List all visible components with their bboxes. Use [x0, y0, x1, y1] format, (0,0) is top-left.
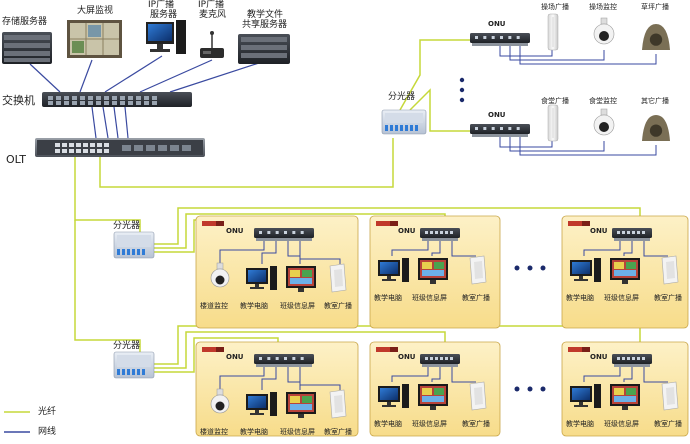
- outdoor-top-label-2: 操场监控: [589, 3, 617, 11]
- onu-label-r2c3: ONU: [590, 353, 608, 361]
- big-screen-label: 大屏监视: [77, 6, 114, 16]
- classroom-r1c3: [561, 215, 689, 329]
- outdoor-top-label-1: 操场广播: [541, 3, 569, 11]
- splitter-2-icon: [113, 351, 155, 379]
- classroom-r1c2: [369, 215, 501, 329]
- ellipsis-dots: [459, 77, 546, 392]
- switch-label: 交换机: [2, 94, 35, 107]
- olt-icon: [35, 138, 205, 157]
- teaching-server-label-2: 共享服务器: [242, 20, 288, 30]
- outdoor-bottom-label-3: 其它广播: [641, 97, 669, 105]
- room-r2c3-label-1: 班级信息屏: [604, 420, 639, 428]
- video-wall-icon: [67, 20, 122, 58]
- head-end-cables: [29, 55, 263, 139]
- legend-network-label: 网线: [38, 427, 57, 437]
- room-r1c1-label-2: 班级信息屏: [280, 302, 315, 310]
- room-r2c1-label-2: 班级信息屏: [280, 428, 315, 436]
- ip-broadcast-server-icon: [146, 20, 186, 54]
- classroom-r2c2: [369, 341, 501, 437]
- onu-label-outdoor-top: ONU: [488, 20, 506, 28]
- onu-label-r1c3: ONU: [590, 227, 608, 235]
- onu-label-r1c2: ONU: [398, 227, 416, 235]
- room-r1c3-label-0: 教学电脑: [566, 294, 594, 302]
- outdoor-bottom-label-1: 食堂广播: [541, 97, 569, 105]
- teaching-file-server-icon: [238, 34, 290, 64]
- room-r1c1-label-3: 教室广播: [324, 302, 352, 310]
- splitters: [113, 109, 427, 379]
- legend-fiber-label: 光纤: [38, 407, 57, 417]
- room-r2c1-label-3: 教室广播: [324, 428, 352, 436]
- ip-mic-label-1: IP广播: [198, 0, 225, 10]
- storage-server-icon: [2, 32, 52, 64]
- classrooms: [195, 215, 689, 437]
- room-r1c1-label-1: 教学电脑: [240, 302, 268, 310]
- room-r2c3-label-0: 教学电脑: [566, 420, 594, 428]
- room-r2c2-label-2: 教室广播: [462, 420, 490, 428]
- room-r2c2-label-0: 教学电脑: [374, 420, 402, 428]
- room-r2c2-label-1: 班级信息屏: [412, 420, 447, 428]
- classroom-r2c1: [195, 341, 359, 437]
- outdoor-area: [470, 13, 670, 156]
- classroom-r1c1: [195, 215, 359, 329]
- splitter-label-2: 分光器: [113, 341, 141, 351]
- room-r2c1-label-1: 教学电脑: [240, 428, 268, 436]
- storage-server-label: 存储服务器: [2, 17, 48, 27]
- ip-server-label-1: IP广播: [148, 0, 175, 10]
- outdoor-onu-group-top: [470, 13, 670, 65]
- splitter-1-icon: [113, 231, 155, 259]
- room-r1c3-label-1: 班级信息屏: [604, 294, 639, 302]
- ip-mic-label-2: 麦克风: [199, 10, 227, 20]
- outdoor-onu-group-bottom: [470, 104, 670, 156]
- room-r2c1-label-0: 楼道监控: [200, 428, 228, 436]
- room-r1c2-label-2: 教室广播: [462, 294, 490, 302]
- onu-label-r2c2: ONU: [398, 353, 416, 361]
- room-r1c3-label-2: 教室广播: [654, 294, 682, 302]
- outdoor-bottom-label-2: 食堂监控: [589, 97, 617, 105]
- splitter-top-icon: [381, 109, 427, 135]
- ip-server-label-2: 服务器: [150, 10, 178, 20]
- room-r1c2-label-1: 班级信息屏: [412, 294, 447, 302]
- onu-label-r1c1: ONU: [226, 227, 244, 235]
- room-r1c1-label-0: 楼道监控: [200, 302, 228, 310]
- splitter-label-1: 分光器: [113, 221, 141, 231]
- onu-label-outdoor-bottom: ONU: [488, 111, 506, 119]
- classroom-r2c3: [561, 341, 689, 437]
- teaching-server-label-1: 教学文件: [247, 10, 284, 20]
- fiber-lines: [74, 39, 641, 373]
- olt-label: OLT: [6, 153, 26, 166]
- outdoor-top-label-3: 草坪广播: [641, 3, 669, 11]
- ip-microphone-icon: [200, 31, 224, 58]
- core-switch-icon: [42, 92, 192, 107]
- splitter-label-top: 分光器: [388, 92, 416, 102]
- onu-label-r2c1: ONU: [226, 353, 244, 361]
- room-r1c2-label-0: 教学电脑: [374, 294, 402, 302]
- room-r2c3-label-2: 教室广播: [654, 420, 682, 428]
